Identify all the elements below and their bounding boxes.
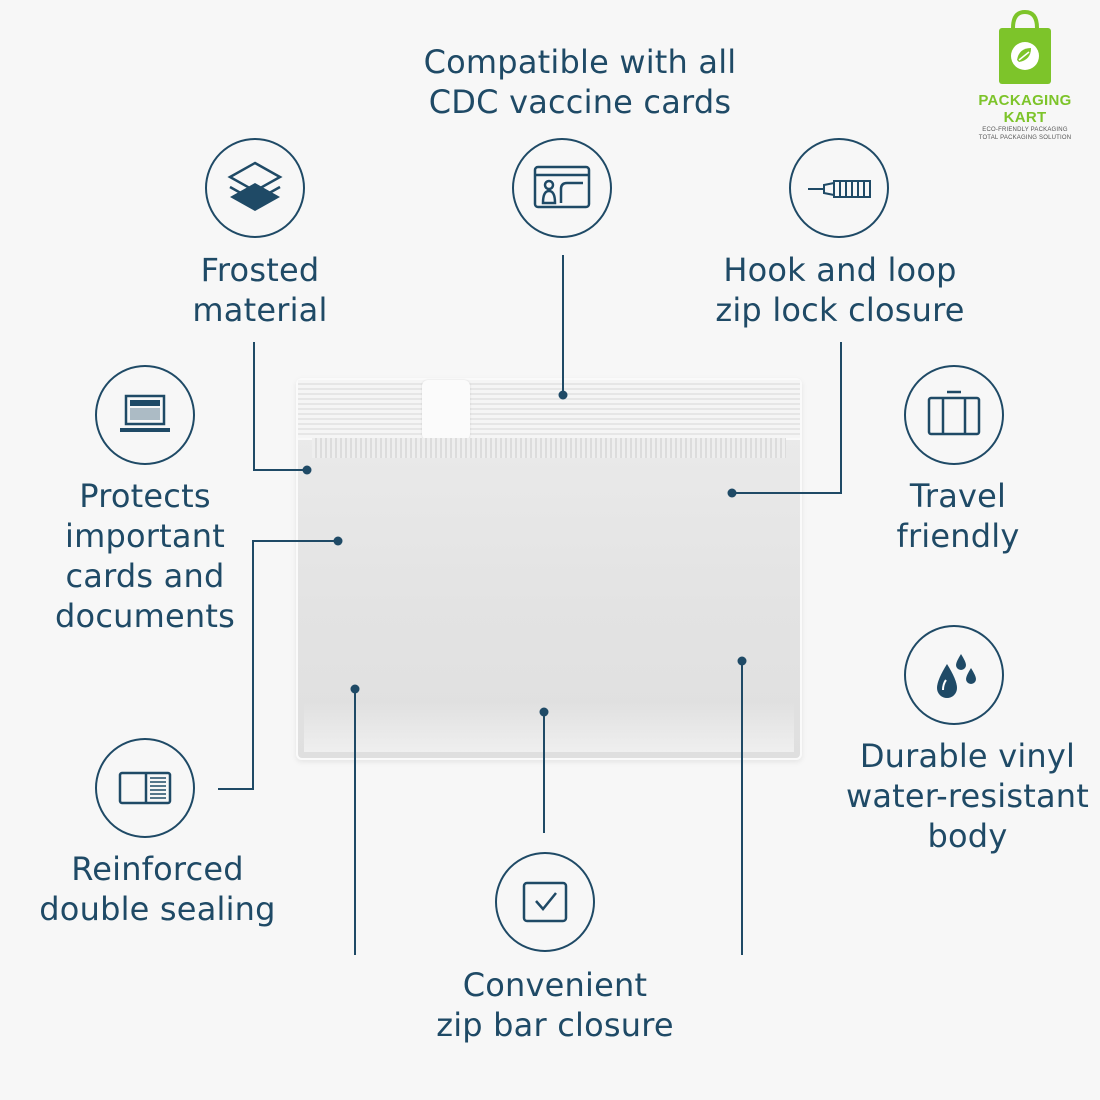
durable-label-line-2: water-resistant: [845, 777, 1090, 815]
durable-label-line-3: body: [927, 817, 1008, 855]
vaccine-card-icon: [512, 138, 612, 238]
travel-label-line-1: Travel: [909, 477, 1007, 515]
logo-brand-name: PACKAGING KART: [978, 92, 1072, 126]
frosted-dot: [302, 465, 312, 475]
shopping-bag-icon: [999, 9, 1051, 84]
left-seal-leader: [354, 690, 356, 955]
frosted-leader-v: [253, 342, 255, 470]
left-seal-dot: [350, 684, 360, 694]
cdc-label-line-2: CDC vaccine cards: [428, 83, 732, 121]
cdc-label: Compatible with all CDC vaccine cards: [380, 42, 780, 122]
zipbar-dot: [539, 707, 549, 717]
suitcase-icon: [904, 365, 1004, 465]
hook-leader-v: [840, 342, 842, 494]
frosted-label-line-1: Frosted: [200, 251, 320, 289]
frosted-leader-h: [253, 469, 306, 471]
protects-dot: [333, 536, 343, 546]
hook-label-line-2: zip lock closure: [715, 291, 965, 329]
zipbar-leader: [543, 713, 545, 833]
frosted-label-line-2: material: [192, 291, 328, 329]
protects-label-line-2: important: [65, 517, 225, 555]
logo-tagline-2: TOTAL PACKAGING SOLUTION: [978, 135, 1072, 141]
durable-label: Durable vinyl water-resistant body: [840, 736, 1095, 856]
protects-label: Protects important cards and documents: [40, 476, 250, 636]
hook-label-line-1: Hook and loop: [723, 251, 957, 289]
pouch-zip-strip: [298, 380, 800, 440]
durable-dot: [737, 656, 747, 666]
laptop-icon: [95, 365, 195, 465]
frosted-label: Frosted material: [160, 250, 360, 330]
pouch-bottom-edge: [304, 702, 794, 752]
hook-leader-h: [733, 492, 842, 494]
reinforced-label-line-2: double sealing: [39, 890, 276, 928]
protects-label-line-4: documents: [55, 597, 235, 635]
hook-dot: [727, 488, 737, 498]
travel-label-line-2: friendly: [896, 517, 1020, 555]
hook-label: Hook and loop zip lock closure: [700, 250, 980, 330]
zip-slider-icon: [789, 138, 889, 238]
layers-icon: [205, 138, 305, 238]
cdc-leader: [562, 255, 564, 395]
zipbar-label-line-1: Convenient: [462, 966, 648, 1004]
cdc-dot: [558, 390, 568, 400]
vaccine-card-pouch: [296, 378, 802, 760]
pouch-zip-slider: [422, 380, 470, 440]
logo-tagline-1: ECO-FRIENDLY PACKAGING: [982, 127, 1068, 133]
double-seal-icon: [95, 738, 195, 838]
checkbox-icon: [495, 852, 595, 952]
packaging-kart-logo: PACKAGING KART ECO-FRIENDLY PACKAGING TO…: [955, 8, 1095, 141]
protects-label-line-3: cards and: [65, 557, 225, 595]
reinforced-leader-h: [218, 788, 254, 790]
cdc-label-line-1: Compatible with all: [423, 43, 737, 81]
durable-leader: [741, 662, 743, 955]
zipbar-label-line-2: zip bar closure: [436, 1006, 674, 1044]
protects-leader-h: [253, 540, 337, 542]
travel-label: Travel friendly: [868, 476, 1048, 556]
reinforced-leader-v: [252, 540, 254, 790]
reinforced-label: Reinforced double sealing: [30, 849, 285, 929]
protects-label-line-1: Protects: [79, 477, 211, 515]
pouch-seal-band: [312, 438, 786, 458]
zipbar-label: Convenient zip bar closure: [420, 965, 690, 1045]
reinforced-label-line-1: Reinforced: [71, 850, 244, 888]
water-drops-icon: [904, 625, 1004, 725]
durable-label-line-1: Durable vinyl: [859, 737, 1076, 775]
